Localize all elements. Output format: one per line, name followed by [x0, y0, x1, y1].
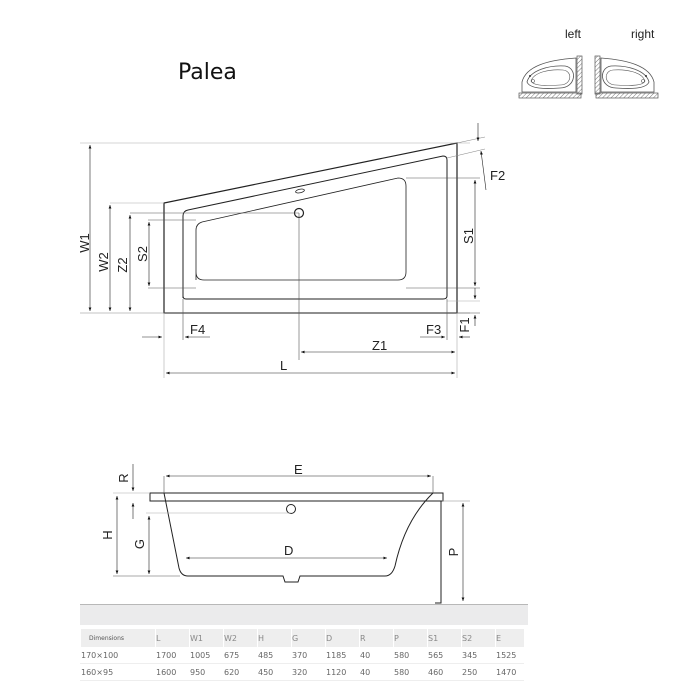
label-D: D [284, 543, 293, 558]
cell: 460 [427, 663, 462, 681]
top-view-dimensions [80, 123, 487, 378]
header-E: E [495, 629, 524, 647]
variant-right-label: right [631, 27, 655, 41]
cell: 485 [257, 647, 292, 664]
header-H: H [257, 629, 292, 647]
label-S2: S2 [135, 246, 150, 262]
variant-right-thumbnail-icon [594, 55, 659, 99]
label-Z1: Z1 [372, 338, 387, 353]
label-R: R [116, 473, 131, 482]
cell: 450 [257, 663, 292, 681]
header-L: L [155, 629, 190, 647]
table-row: 160×95 1600 950 620 450 320 1120 40 580 … [80, 663, 524, 681]
cell: 620 [223, 663, 258, 681]
cell: 170×100 [80, 647, 156, 664]
header-dimensions: Dimensions [80, 629, 156, 647]
header-W1: W1 [189, 629, 224, 647]
cell: 1005 [189, 647, 224, 664]
header-W2: W2 [223, 629, 258, 647]
top-view-drawing [163, 142, 458, 314]
variant-left-thumbnail-icon [518, 55, 583, 99]
label-F1: F1 [457, 317, 472, 332]
header-S1: S1 [427, 629, 462, 647]
label-F2: F2 [490, 168, 505, 183]
label-S1: S1 [461, 228, 476, 244]
label-Z2: Z2 [115, 257, 130, 272]
top-view-labels: W1 W2 Z2 S2 S1 F2 F1 F4 F3 Z1 L [77, 168, 505, 373]
header-P: P [393, 629, 428, 647]
table-row: 170×100 1700 1005 675 485 370 1185 40 58… [80, 647, 524, 664]
dimensions-table: Dimensions L W1 W2 H G D R P S1 S2 E 170… [80, 629, 524, 681]
cell: 950 [189, 663, 224, 681]
label-W2: W2 [96, 252, 111, 272]
side-view-dimensions [113, 464, 470, 601]
label-P: P [446, 548, 461, 557]
cell: 40 [359, 647, 394, 664]
header-R: R [359, 629, 394, 647]
cell: 580 [393, 663, 428, 681]
side-view-labels: E R H G D P [100, 462, 461, 558]
cell: 580 [393, 647, 428, 664]
cell: 1700 [155, 647, 190, 664]
cell: 1185 [325, 647, 360, 664]
cell: 1525 [495, 647, 524, 664]
cell: 345 [461, 647, 496, 664]
variant-left-label: left [565, 27, 582, 41]
label-W1: W1 [77, 233, 92, 253]
cell: 320 [291, 663, 326, 681]
cell: 1470 [495, 663, 524, 681]
cell: 250 [461, 663, 496, 681]
label-G: G [132, 539, 147, 549]
cell: 160×95 [80, 663, 156, 681]
header-D: D [325, 629, 360, 647]
table-header-row: Dimensions L W1 W2 H G D R P S1 S2 E [80, 629, 524, 647]
cell: 675 [223, 647, 258, 664]
label-H: H [100, 530, 115, 539]
header-G: G [291, 629, 326, 647]
label-F3: F3 [426, 322, 441, 337]
header-S2: S2 [461, 629, 496, 647]
label-E: E [294, 462, 303, 477]
floor-band [80, 604, 528, 625]
cell: 40 [359, 663, 394, 681]
side-view-drawing [149, 492, 444, 604]
cell: 1600 [155, 663, 190, 681]
cell: 565 [427, 647, 462, 664]
cell: 1120 [325, 663, 360, 681]
cell: 370 [291, 647, 326, 664]
label-L: L [280, 358, 287, 373]
label-F4: F4 [190, 322, 205, 337]
product-title: Palea [178, 60, 237, 85]
